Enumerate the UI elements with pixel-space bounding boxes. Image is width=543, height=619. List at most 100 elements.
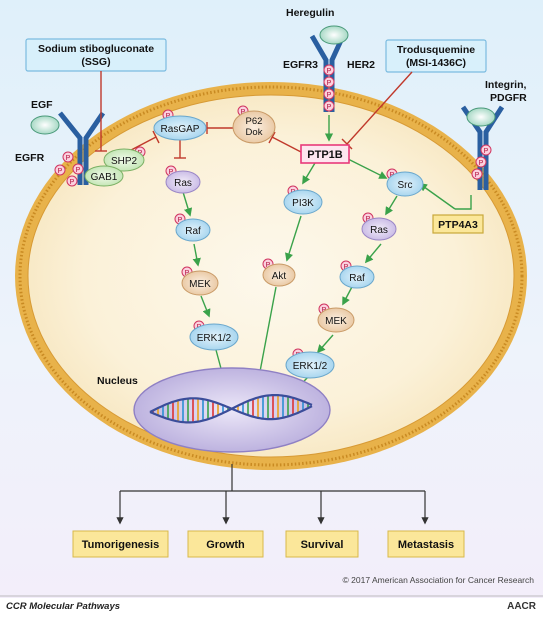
node-mek-right: MEK (317, 307, 355, 333)
phospho-mark: P (323, 100, 335, 112)
integrin-ligand (466, 107, 496, 127)
svg-text:P: P (70, 179, 75, 186)
phospho-mark: P (323, 76, 335, 88)
phospho-mark: P (62, 151, 74, 163)
svg-text:RasGAP: RasGAP (161, 124, 200, 135)
node-akt: Akt (262, 263, 296, 287)
node-p62-dok: P62 Dok (232, 110, 276, 144)
outcome-label: Growth (206, 539, 245, 551)
ssg-name: Sodium stibogluconate (38, 43, 154, 55)
svg-text:P62: P62 (246, 116, 263, 127)
outcome-label: Metastasis (398, 539, 454, 551)
phospho-mark: P (475, 156, 487, 168)
phospho-mark: P (72, 163, 84, 175)
integrin-label: Integrin, (485, 79, 526, 91)
phospho-mark: P (66, 175, 78, 187)
node-raf-right: Raf (339, 265, 375, 289)
svg-text:P: P (178, 217, 183, 224)
svg-text:P: P (327, 104, 332, 111)
svg-text:P: P (366, 216, 371, 223)
phospho-mark: P (54, 164, 66, 176)
svg-text:PI3K: PI3K (292, 198, 314, 209)
svg-text:MEK: MEK (189, 279, 211, 290)
heregulin-label: Heregulin (286, 7, 334, 19)
svg-text:P: P (166, 113, 171, 120)
egf-ligand (30, 115, 60, 135)
ssg-drug-box: Sodium stibogluconate (SSG) (25, 38, 167, 72)
outcome-box: Survival (285, 530, 359, 558)
outcome-box: Metastasis (387, 530, 465, 558)
outcome-label: Survival (301, 539, 344, 551)
nucleus (133, 367, 331, 453)
svg-text:P: P (241, 109, 246, 116)
svg-text:Dok: Dok (246, 127, 263, 138)
node-shp2: SHP2 (103, 148, 145, 172)
svg-text:P: P (58, 168, 63, 175)
aacr-logo: AACR (507, 601, 537, 612)
nucleus-label: Nucleus (97, 375, 138, 387)
svg-text:MEK: MEK (325, 316, 347, 327)
svg-text:PTP1B: PTP1B (307, 149, 343, 161)
egfr3-label: EGFR3 (283, 59, 318, 71)
outcome-tree (116, 464, 429, 525)
trodusquemine-name: Trodusquemine (397, 44, 475, 56)
svg-text:P: P (76, 167, 81, 174)
svg-text:P: P (475, 172, 480, 179)
her2-label: HER2 (347, 59, 375, 71)
svg-text:P: P (169, 169, 174, 176)
svg-text:Raf: Raf (349, 273, 365, 284)
svg-text:P: P (484, 148, 489, 155)
dna-strand (149, 397, 313, 421)
phospho-mark: P (480, 144, 492, 156)
dna-helix (149, 394, 313, 424)
svg-text:Ras: Ras (370, 225, 388, 236)
phospho-mark: P (323, 64, 335, 76)
copyright-text: © 2017 American Association for Cancer R… (343, 575, 535, 585)
svg-text:P: P (66, 155, 71, 162)
ssg-abbrev: (SSG) (81, 56, 110, 68)
node-raf-left: Raf (175, 218, 211, 242)
outcome-box: Growth (187, 530, 264, 558)
node-erk-right: ERK1/2 (285, 351, 335, 379)
phospho-mark: P (323, 88, 335, 100)
journal-name: CCR Molecular Pathways (6, 601, 120, 612)
svg-text:PTP4A3: PTP4A3 (438, 219, 478, 231)
node-gab1: GAB1 (84, 165, 124, 187)
node-src: Src (386, 171, 424, 197)
svg-text:P: P (327, 68, 332, 75)
svg-text:ERK1/2: ERK1/2 (197, 333, 232, 344)
node-ptp1b: PTP1B (300, 144, 350, 164)
svg-text:P: P (327, 92, 332, 99)
svg-text:P: P (185, 270, 190, 277)
outcome-box: Tumorigenesis (72, 530, 169, 558)
svg-text:P: P (266, 262, 271, 269)
svg-text:Src: Src (398, 180, 413, 191)
outcome-boxes: Tumorigenesis Growth Survival Metastasis (72, 530, 465, 558)
inhibition-lines (95, 71, 413, 161)
outcome-label: Tumorigenesis (82, 539, 159, 551)
svg-text:P: P (344, 264, 349, 271)
svg-text:ERK1/2: ERK1/2 (293, 361, 328, 372)
trodusquemine-drug-box: Trodusquemine (MSI-1436C) (385, 39, 487, 73)
node-ptp4a3: PTP4A3 (432, 214, 484, 234)
pdgfr-label: PDGFR (490, 92, 527, 104)
node-pi3k: PI3K (283, 189, 323, 215)
svg-text:Akt: Akt (272, 271, 287, 282)
svg-text:P: P (327, 80, 332, 87)
svg-text:SHP2: SHP2 (111, 156, 138, 167)
node-rasgap: RasGAP (153, 115, 207, 141)
svg-text:Ras: Ras (174, 178, 192, 189)
egf-label: EGF (31, 99, 53, 111)
node-ras-right: Ras (361, 217, 397, 241)
heregulin-ligand (319, 25, 349, 45)
trodusquemine-code: (MSI-1436C) (406, 57, 466, 69)
egfr-label: EGFR (15, 152, 45, 164)
svg-text:Raf: Raf (185, 226, 201, 237)
node-erk-left: ERK1/2 (189, 323, 239, 351)
svg-text:P: P (479, 160, 484, 167)
node-ras-left: Ras (165, 170, 201, 194)
phospho-mark: P (471, 168, 483, 180)
svg-text:GAB1: GAB1 (91, 172, 118, 183)
